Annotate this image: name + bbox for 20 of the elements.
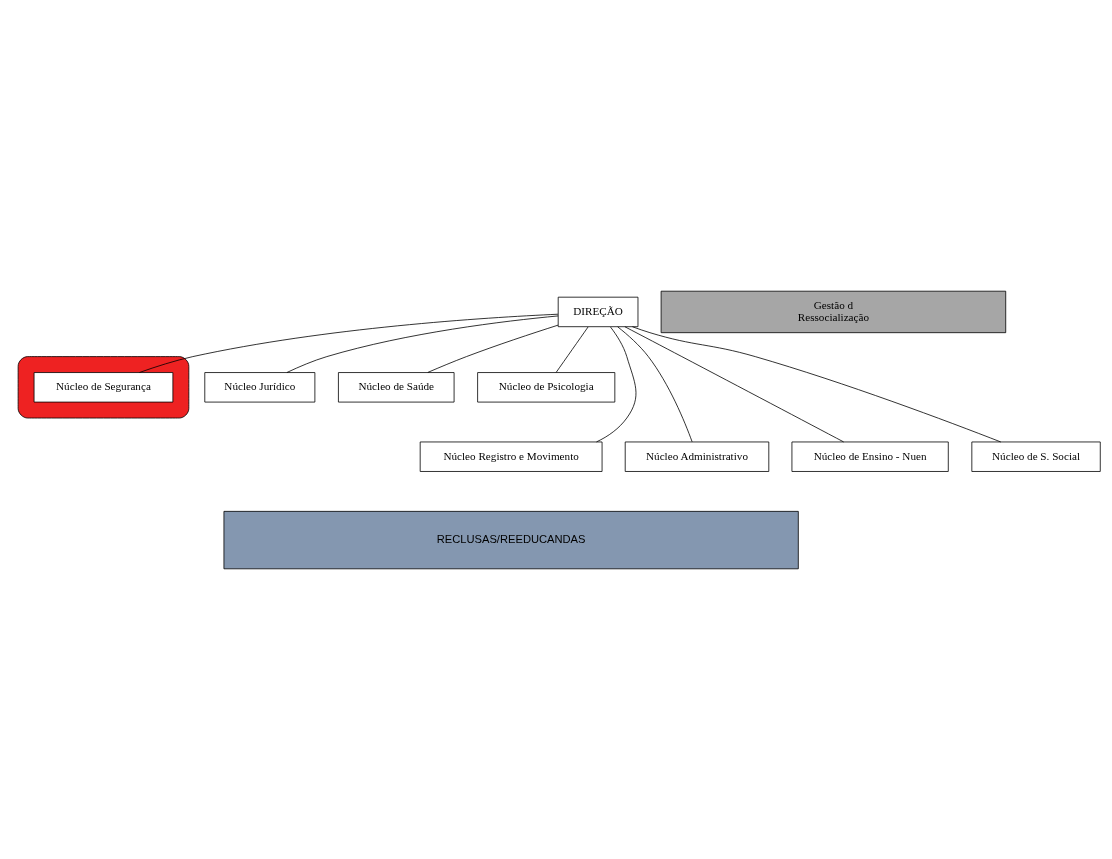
node-box: RECLUSAS/REEDUCANDAS (223, 510, 799, 569)
connector (617, 325, 693, 442)
node-box: Núcleo de Segurança (33, 371, 174, 402)
node-box: Núcleo Jurídico (204, 371, 316, 402)
node-box: Núcleo de Ensino - Nuen (791, 441, 949, 472)
node-box: Núcleo de Saúde (338, 371, 455, 402)
connector (286, 315, 559, 373)
node-box: Núcleo de Psicologia (477, 371, 616, 402)
connector (427, 324, 559, 373)
node-box: Núcleo de S. Social (971, 441, 1101, 472)
cluster (17, 355, 190, 418)
connector (624, 325, 845, 442)
node-box: Núcleo Administrativo (624, 441, 770, 472)
connector (596, 326, 637, 442)
connector (555, 326, 589, 373)
connector (632, 325, 1002, 442)
node-box: Núcleo Registro e Movimento (419, 441, 603, 472)
node-box: DIREÇÃO (557, 296, 639, 327)
connector (139, 313, 559, 373)
node-box: Gestão d Ressocialização (660, 290, 1007, 333)
